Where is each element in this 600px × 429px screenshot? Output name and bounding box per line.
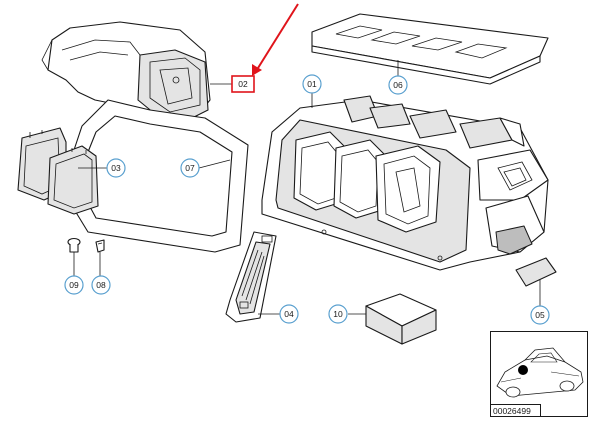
callout-01: 01: [302, 74, 322, 94]
callout-04-label: 04: [284, 309, 294, 319]
callout-08: 08: [91, 275, 111, 295]
callout-05: 05: [530, 305, 550, 325]
part-09-screw: [67, 237, 81, 253]
callout-04: 04: [279, 304, 299, 324]
callout-07: 07: [180, 158, 200, 178]
callout-07-label: 07: [185, 163, 195, 173]
part-03-flaps: [17, 127, 99, 215]
diagram-id-label: 00026499: [491, 404, 541, 416]
car-outline-icon: [496, 347, 584, 398]
part-10-foam-block: [365, 293, 437, 345]
part-04-control-module: [225, 231, 277, 323]
part-07-gasket-frame: [65, 99, 249, 253]
callout-03-label: 03: [111, 163, 121, 173]
callout-02: 02: [231, 75, 255, 93]
callout-10: 10: [328, 304, 348, 324]
callout-03: 03: [106, 158, 126, 178]
leader-lines: [73, 60, 541, 315]
callout-06: 06: [388, 75, 408, 95]
callout-10-label: 10: [333, 309, 343, 319]
part-08-clip: [95, 239, 105, 253]
vehicle-location-inset: [490, 331, 588, 417]
callout-01-label: 01: [307, 79, 317, 89]
callout-06-label: 06: [393, 80, 403, 90]
location-marker-icon: [518, 365, 528, 375]
callout-09-label: 09: [69, 280, 79, 290]
callout-02-label: 02: [238, 79, 248, 89]
part-05-pad: [515, 257, 557, 287]
highlight-arrow: [252, 3, 299, 76]
part-02-duct: [41, 21, 211, 121]
part-06-filter-frame: [311, 13, 549, 85]
callout-05-label: 05: [535, 310, 545, 320]
callout-08-label: 08: [96, 280, 106, 290]
part-01-heater-housing: [261, 95, 549, 271]
callout-09: 09: [64, 275, 84, 295]
